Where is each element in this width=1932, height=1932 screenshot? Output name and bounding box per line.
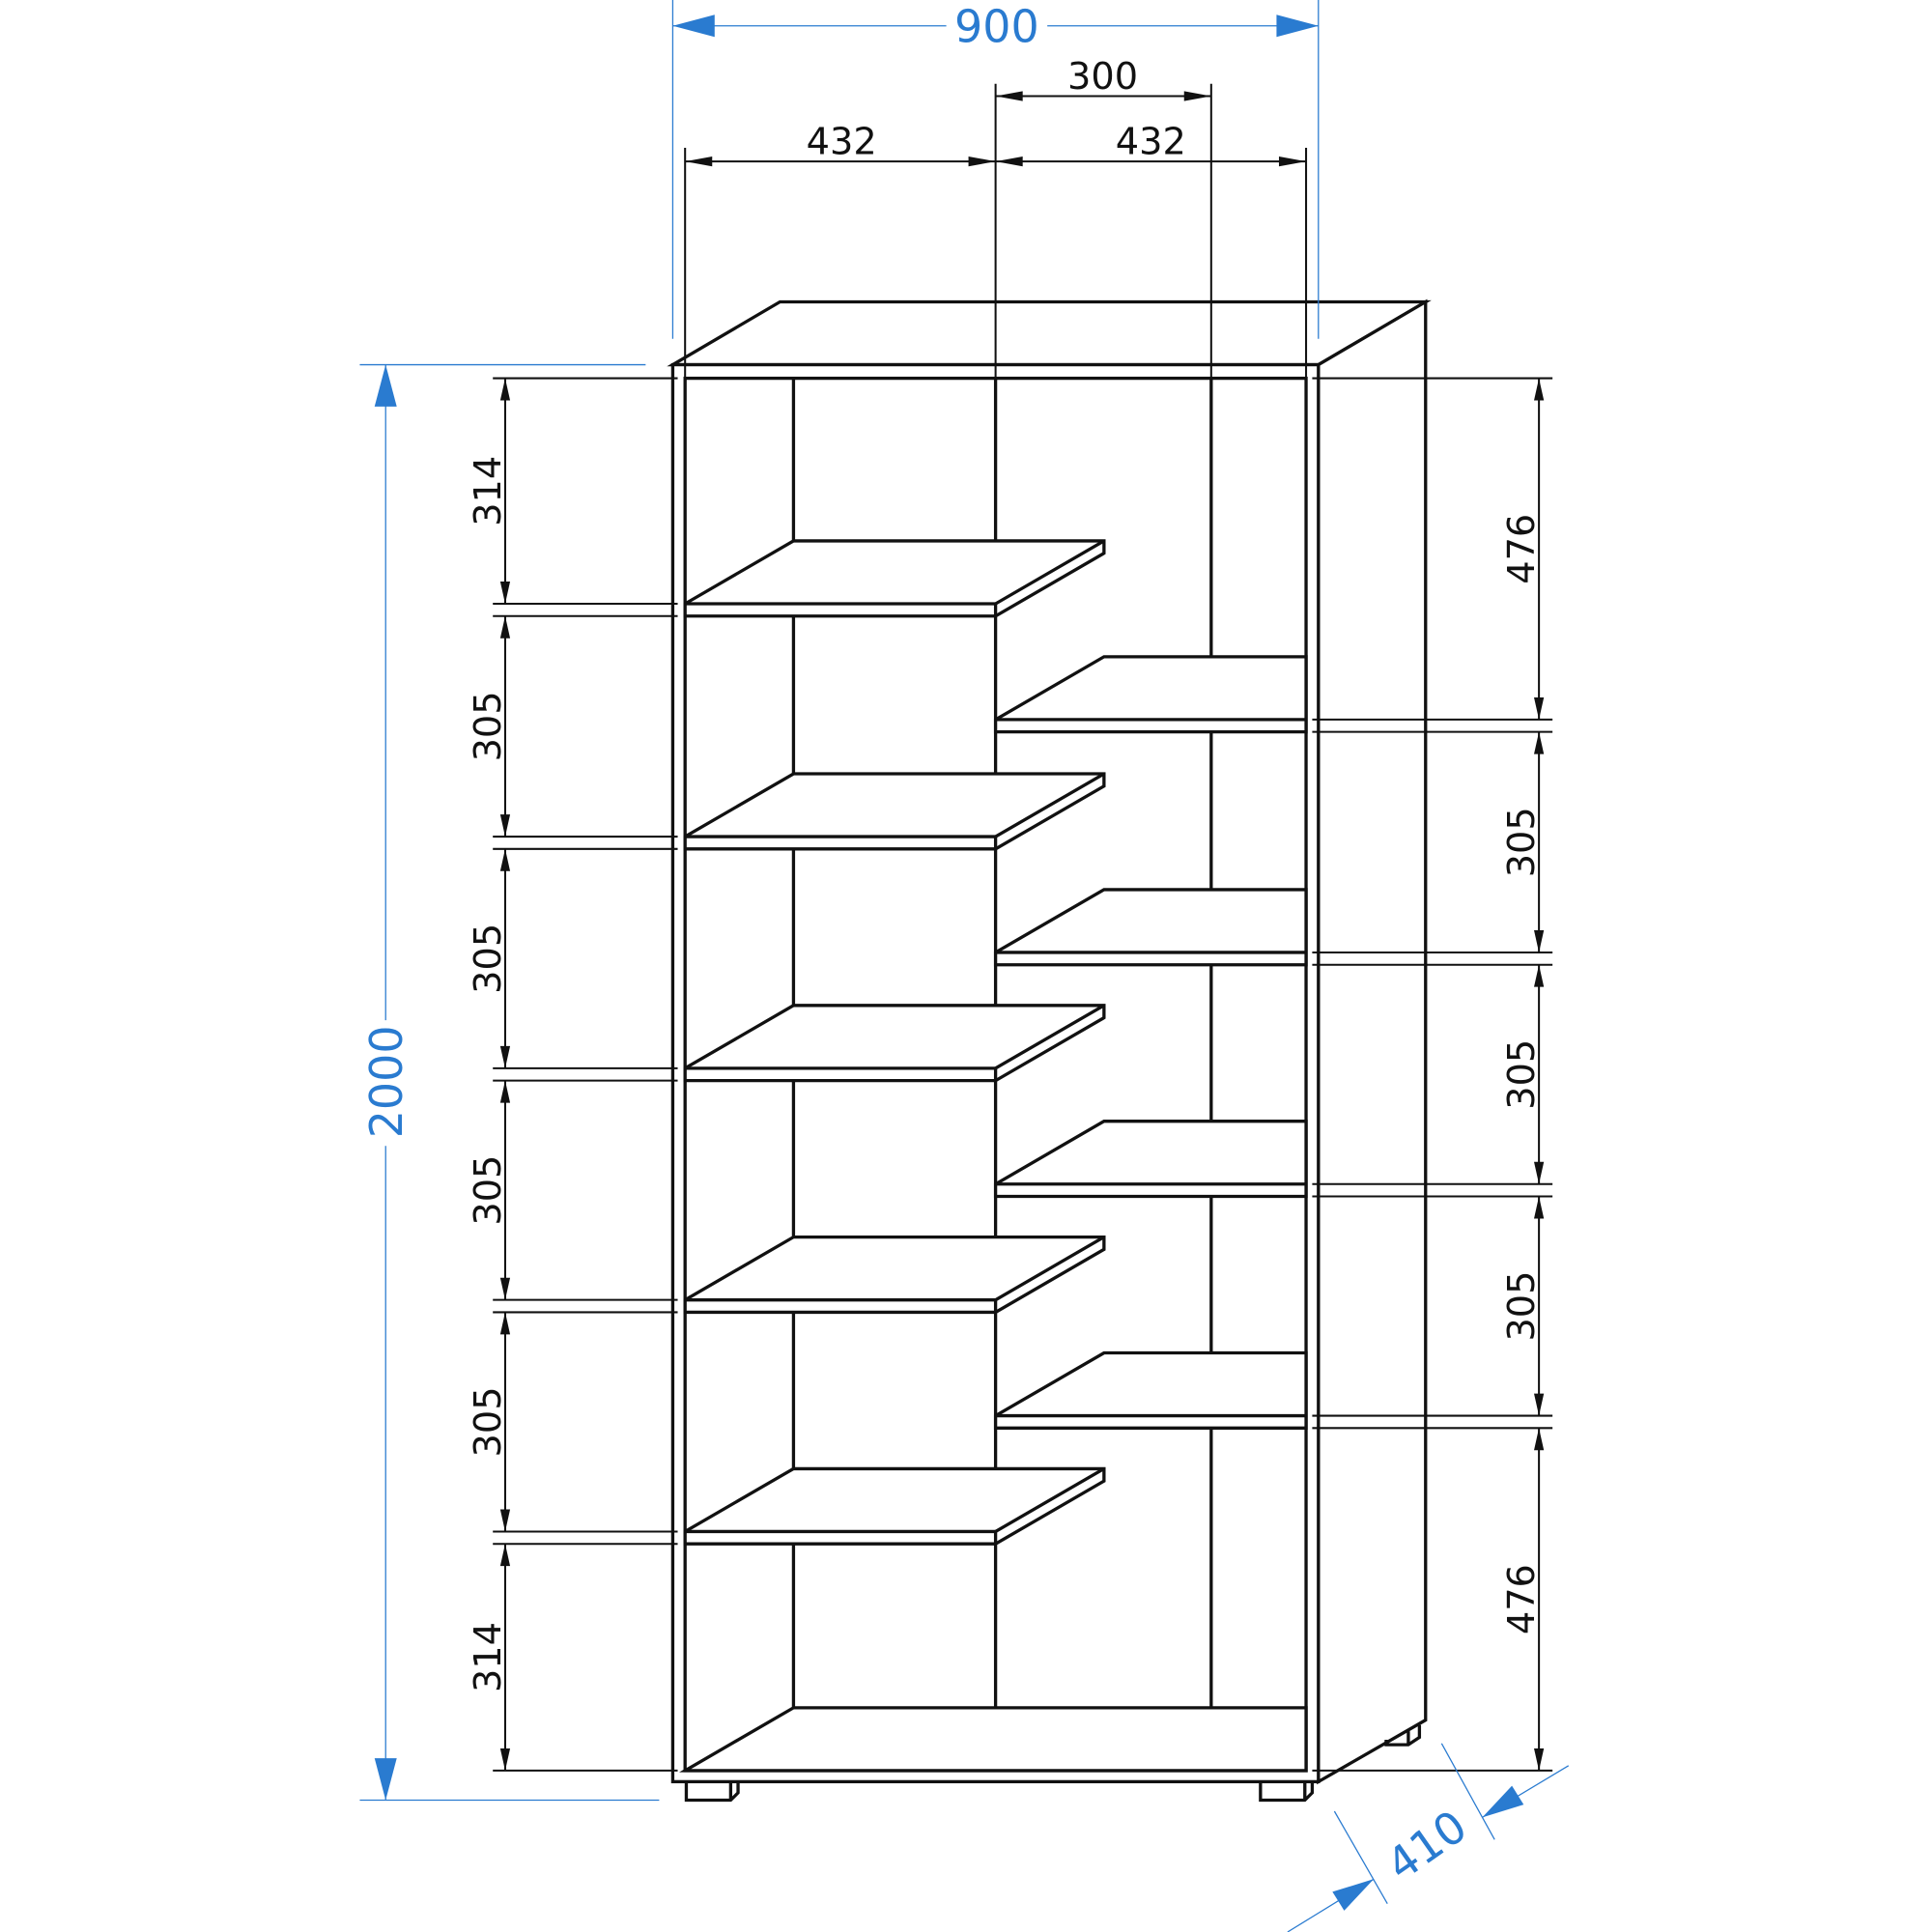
foot-right [1259,1781,1315,1803]
arrow-icon [1534,1196,1545,1219]
arrow-icon [499,1509,511,1532]
arrow-icon [499,1045,511,1068]
left-dim-label: 314 [467,1622,510,1692]
arrow-icon [1534,964,1545,987]
top-dim-offset-label: 300 [1067,55,1138,99]
left-dim-label: 305 [467,1386,510,1457]
shelf-edge [994,772,1105,838]
arrow-icon [499,378,511,401]
overall-width-label: 900 [954,0,1039,52]
arrow-icon [1534,930,1545,952]
arrow-icon [1183,91,1211,101]
arrow-icon [499,1312,511,1335]
arrow-icon [1534,1428,1545,1451]
right-shelf [993,888,1308,967]
arrow-icon [499,1277,511,1300]
right-dim-label: 476 [1500,1564,1544,1634]
arrow-icon [499,814,511,838]
arrow-icon [499,1544,511,1567]
left-shelf [683,1004,1106,1083]
left-dim-label: 305 [467,1155,510,1226]
right-dim-label: 305 [1500,1271,1544,1342]
left-dim-label: 305 [467,691,510,761]
shelf-unit [667,298,1432,1803]
left-dim-label: 305 [467,923,510,994]
shelf-edge [994,1236,1105,1302]
arrow-blue-icon [1332,1879,1375,1911]
top-dim-left-label: 432 [807,120,877,163]
left-shelf [683,1466,1106,1546]
dimension-lines [359,0,1570,1932]
shelf-edge [994,1004,1105,1070]
arrow-icon [499,848,511,871]
arrow-icon [968,156,996,167]
right-shelf [993,1120,1308,1199]
overall-height-label: 2000 [360,1025,412,1138]
arrow-icon [499,1080,511,1103]
left-shelf [683,772,1106,851]
arrow-icon [1278,156,1307,167]
arrow-icon [995,91,1023,101]
arrow-icon [1534,1161,1545,1184]
bottom-shelf [679,1706,1308,1773]
right-dim-label: 305 [1500,1039,1544,1110]
right-shelf [993,655,1308,734]
arrow-icon [1534,731,1545,754]
left-dim-label: 314 [467,456,510,526]
arrow-icon [1534,378,1545,401]
foot-back [1384,1724,1422,1747]
arrow-blue-icon [374,1758,397,1801]
shelf-edge [994,539,1105,606]
arrow-icon [995,156,1023,167]
top-panel [667,299,1432,367]
arrow-blue-icon [374,364,397,407]
right-dim-label: 305 [1500,807,1544,877]
arrow-blue-icon [1276,14,1319,38]
arrow-icon [1534,1393,1545,1416]
extension-line-blue [1440,1743,1495,1840]
side-panel [1317,298,1428,1785]
arrow-blue-icon [1482,1785,1524,1818]
right-dim-label: 476 [1500,514,1544,584]
arrow-icon [499,1747,511,1771]
arrow-icon [499,615,511,639]
arrow-icon [499,582,511,604]
arrow-icon [685,156,713,167]
right-shelf [993,1350,1308,1430]
top-dim-right-label: 432 [1116,120,1186,163]
arrow-icon [1534,1747,1545,1771]
shelf-edge [994,1466,1105,1533]
overall-depth-label: 410 [1377,1800,1476,1890]
foot-left [684,1781,740,1803]
arrow-blue-icon [672,14,715,38]
extension-line-blue [1333,1810,1388,1904]
left-shelf [683,539,1106,618]
left-shelf [683,1235,1106,1315]
arrow-icon [1534,696,1545,720]
